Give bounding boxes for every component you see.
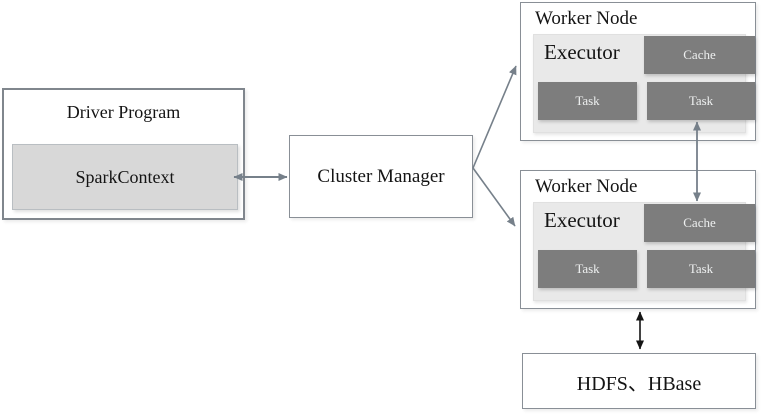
- executor-label: Executor: [544, 208, 620, 232]
- driver-program-title: Driver Program: [66, 102, 181, 122]
- task-box: Task: [538, 250, 637, 288]
- task-box: Task: [647, 82, 755, 120]
- worker-node-2-box: Worker Node Executor Cache Task Task: [520, 170, 756, 309]
- task-box: Task: [538, 82, 637, 120]
- cache-box: Cache: [644, 36, 755, 74]
- executor-label: Executor: [544, 40, 620, 64]
- task-box: Task: [647, 250, 755, 288]
- cluster-worker1-arrow: [472, 65, 517, 169]
- spark-context-box: SparkContext: [12, 144, 238, 210]
- worker-node-1-box: Worker Node Executor Cache Task Task: [520, 2, 756, 141]
- cache-box: Cache: [644, 204, 755, 242]
- cluster-worker2-arrow: [472, 167, 516, 227]
- driver-program-box: Driver Program SparkContext: [2, 88, 245, 220]
- worker-node-1-title: Worker Node: [535, 8, 638, 29]
- hdfs-hbase-box: HDFS、HBase: [522, 353, 756, 409]
- cluster-manager-box: Cluster Manager: [289, 135, 473, 218]
- worker-node-2-title: Worker Node: [535, 176, 638, 197]
